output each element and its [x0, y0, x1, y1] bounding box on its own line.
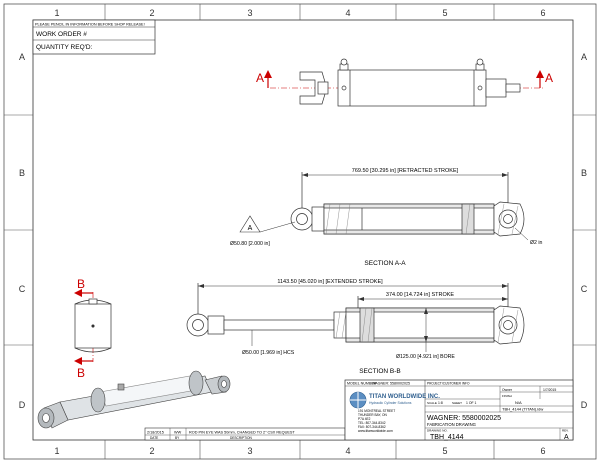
address-line-3: P7A 4E2	[358, 417, 371, 421]
section-arrow-a-right: A	[536, 70, 553, 88]
scale-value: 1:8	[438, 401, 443, 405]
revision-header-date: DATE	[150, 436, 158, 440]
column-zone-labels: 1 2 3 4 5 6 1 2 3 4 5 6	[54, 8, 545, 456]
revision-header-by: BY	[175, 436, 180, 440]
section-arrow-a-left: A	[256, 70, 272, 88]
shop-release-notice: PLEASE PENCIL IN INFORMATION BEFORE SHOP…	[35, 23, 145, 27]
drawing-number-label: DRAWING NO.	[427, 429, 448, 433]
finish-value: N/A	[515, 400, 522, 405]
dimension-extended: 1143.50 [45.020 in] [EXTENDED STROKE]	[198, 279, 508, 288]
scale-label: SCALE	[427, 401, 437, 405]
drawing-subtitle: FABRICATION DRAWING	[427, 422, 476, 427]
row-label-b: B	[19, 168, 25, 178]
revision-date: 2/18/2015	[147, 431, 164, 435]
weld-symbol-letter: A	[248, 225, 253, 232]
revision-description: ROD PIN EYE WAS 50mm, CHANGED TO 2" CSX …	[189, 431, 295, 435]
finish-label: FINISH	[502, 394, 512, 398]
section-aa-view	[290, 172, 525, 237]
pin-leader-right	[514, 227, 529, 241]
col-label-2-bottom: 2	[149, 446, 154, 456]
section-letter-b-bottom: B	[77, 366, 85, 380]
section-arrow-b-bottom: B	[74, 357, 93, 380]
address-line-5: FAX: 807-344-8362	[358, 425, 386, 429]
drawing-number: TBH_4144	[430, 434, 464, 441]
project-info-label: PROJECT/CUSTOMER INFO	[427, 382, 470, 386]
revision-value: A	[564, 434, 569, 441]
col-label-1: 1	[54, 8, 59, 18]
work-order-box: PLEASE PENCIL IN INFORMATION BEFORE SHOP…	[32, 19, 156, 55]
stroke-dimension: 374.00 [14.724 in] STROKE	[386, 292, 455, 298]
weld-symbol: A	[239, 215, 296, 233]
address-line-2: THUNDER BAY, ON	[358, 413, 387, 417]
row-label-b-right: B	[581, 168, 587, 178]
extended-stroke-dimension: 1143.50 [45.020 in] [EXTENDED STROKE]	[277, 279, 383, 285]
row-label-c: C	[19, 284, 26, 294]
section-bb-view	[186, 283, 525, 345]
pin-right-dimension: Ø2 in	[530, 240, 543, 246]
revision-header-description: DESCRIPTION	[230, 436, 252, 440]
model-number-value: WAGNER: 5580002025	[372, 382, 410, 386]
top-view-cylinder	[270, 58, 545, 107]
col-label-6-bottom: 6	[540, 446, 545, 456]
section-aa-hatch	[325, 203, 519, 235]
column-ticks	[4, 4, 596, 459]
row-label-d-right: D	[581, 400, 588, 410]
company-name: TITAN WORLDWIDE INC.	[369, 394, 440, 400]
col-label-3-bottom: 3	[247, 446, 252, 456]
section-aa-label: SECTION A-A	[364, 260, 406, 267]
quantity-label: QUANTITY REQ'D:	[36, 44, 93, 51]
row-label-c-right: C	[581, 284, 588, 294]
col-label-5-bottom: 5	[442, 446, 447, 456]
pin-diameter-dimension: Ø50.80 [2.000 in]	[230, 241, 270, 247]
drawn-by-label: Owner	[502, 388, 513, 392]
col-label-4: 4	[345, 8, 350, 18]
revision-table: 2/18/2015 WW ROD PIN EYE WAS 50mm, CHANG…	[144, 427, 346, 441]
address-line-1: 191 MONTREAL STREET	[358, 409, 395, 413]
company-tagline: Hydraulic Cylinder Solutions	[369, 401, 412, 405]
dimension-bore: Ø125.00 [4.921 in] BORE	[396, 308, 455, 360]
section-arrow-b-top: B	[74, 277, 93, 297]
row-label-a-right: A	[581, 52, 587, 62]
isometric-view	[37, 370, 231, 429]
work-order-label: WORK ORDER #	[36, 31, 87, 38]
col-label-2: 2	[149, 8, 154, 18]
row-zone-labels: A B C D A B C D	[19, 52, 588, 410]
dimension-stroke: 374.00 [14.724 in] STROKE	[358, 292, 508, 301]
section-letter-b-top: B	[77, 277, 85, 291]
bore-dimension: Ø125.00 [4.921 in] BORE	[396, 354, 455, 360]
row-label-a: A	[19, 52, 25, 62]
model-number-label: MODEL NUMBER	[347, 382, 377, 386]
titan-logo: TITAN WORLDWIDE INC. Hydraulic Cylinder …	[349, 391, 440, 409]
section-bb-label: SECTION B-B	[359, 368, 401, 375]
dimension-retracted: 769.50 [30.295 in] [RETRACTED STROKE]	[302, 168, 508, 177]
col-label-1-bottom: 1	[54, 446, 59, 456]
title-block: MODEL NUMBER WAGNER: 5580002025 PROJECT/…	[344, 379, 574, 441]
address-line-6: www.titanworldwide.com	[358, 429, 393, 433]
col-label-6: 6	[540, 8, 545, 18]
revision-by: WW	[174, 431, 182, 435]
col-label-3: 3	[247, 8, 252, 18]
sheet-value: 1 OF 1	[466, 401, 476, 405]
col-label-4-bottom: 4	[345, 446, 350, 456]
address-line-4: TEL: 807-344-8342	[358, 421, 386, 425]
rod-diameter-dimension: Ø50.00 [1.969 in] HCS	[242, 350, 295, 356]
drawing-title: WAGNER: 5580002025	[427, 415, 501, 422]
row-label-d: D	[19, 400, 26, 410]
retracted-stroke-dimension: 769.50 [30.295 in] [RETRACTED STROKE]	[352, 168, 459, 174]
file-name: TBH_4144 (TITAN).idw	[502, 407, 543, 412]
section-letter-a-left: A	[256, 71, 264, 85]
section-bb-hatch	[335, 307, 519, 343]
drawn-date: 1/7/2015	[543, 388, 556, 392]
revision-label: REV.	[562, 429, 569, 433]
sheet-label: SHEET	[452, 401, 462, 405]
end-view	[74, 292, 112, 362]
section-letter-a-right: A	[545, 71, 553, 85]
col-label-5: 5	[442, 8, 447, 18]
company-address: 191 MONTREAL STREET THUNDER BAY, ON P7A …	[358, 409, 395, 433]
